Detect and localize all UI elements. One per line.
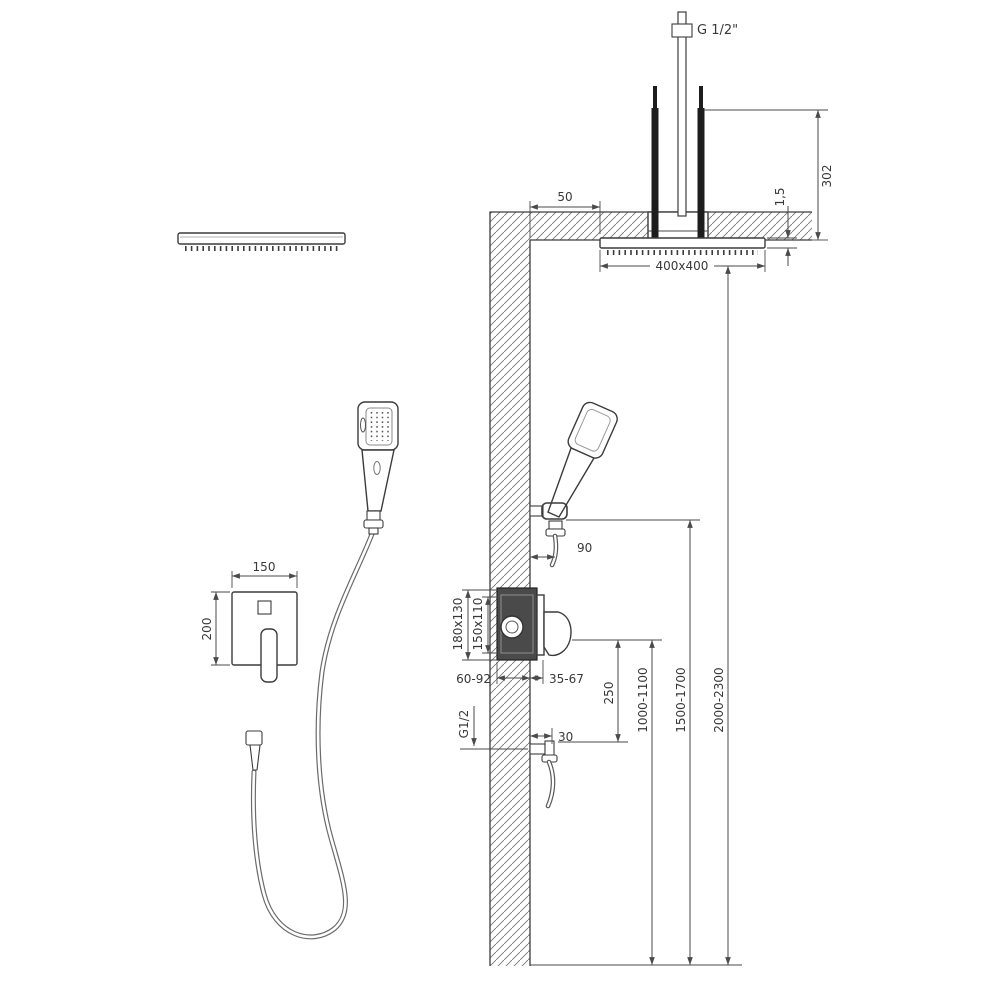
holder-wall-arm (529, 505, 544, 517)
supply-pipe (677, 11, 687, 217)
wall-outer-line (489, 211, 812, 966)
valve-cartridge-dial (500, 615, 524, 639)
mixer-lever-front (260, 628, 278, 683)
hand-shower-button (373, 461, 381, 475)
dim-inner-label: 150x110 (471, 598, 485, 651)
valve-cartridge-inner (505, 620, 519, 634)
dim-400-label: 400x400 (656, 259, 709, 273)
diverter-button (257, 600, 272, 615)
wall-holder-assembly (529, 401, 618, 568)
handle-connector (366, 510, 381, 521)
rain-head-panel (177, 232, 346, 245)
dim-200-label: 200 (200, 618, 214, 641)
hand-shower-assembly (245, 401, 399, 940)
dim-30-label: 30 (558, 730, 573, 744)
dim-head-h-label: 2000-2300 (712, 667, 726, 732)
left-arm-tip (653, 86, 657, 110)
holder-hose-inner (550, 534, 558, 567)
outlet-elbow (544, 740, 555, 757)
right-mount-arm (697, 108, 705, 240)
hand-shower-faceplate (365, 407, 393, 446)
outlet-wall-flange (529, 743, 546, 755)
dim-250-label: 250 (602, 682, 616, 705)
ceiling-shower-head (599, 11, 766, 255)
dim-302-label: 302 (820, 165, 834, 188)
dim-400-label-bg (650, 259, 714, 273)
mixer-trim-plate (231, 591, 298, 683)
handle-nut (363, 519, 384, 529)
dim-15-label: 1,5 (773, 187, 787, 206)
dim-outer-label: 180x130 (451, 598, 465, 651)
wall-and-ceiling-section (489, 211, 812, 966)
valve-front-plate (536, 594, 545, 656)
holder-clamp (541, 502, 568, 520)
dim-90-label: 90 (577, 541, 592, 555)
hose-end-nut (245, 730, 263, 746)
handle-hose-stub (368, 527, 379, 535)
hand-shower-in-holder (547, 401, 618, 518)
dim-valve-h-label: 1000-1100 (636, 667, 650, 732)
valve-lever-handle (543, 611, 572, 657)
holder-shower-face (574, 408, 611, 452)
dimensions: G 1/2" 302 1,5 50 400x400 90 150 (200, 23, 834, 966)
dim-50-label: 50 (557, 190, 572, 204)
hand-shower-handle (361, 449, 395, 512)
dim-depth-label: 60-92 (456, 672, 491, 686)
outlet-thread-label: G1/2 (457, 710, 471, 739)
rain-head-plate (599, 237, 766, 249)
left-mount-arm (651, 108, 659, 240)
water-outlet (529, 740, 558, 809)
outlet-pipe-inner (546, 760, 555, 808)
supply-pipe-nut (671, 23, 693, 38)
holder-connector (548, 520, 563, 530)
hand-shower-mode-slot (360, 417, 366, 433)
dim-150-label: 150 (253, 560, 276, 574)
right-arm-tip (699, 86, 703, 110)
supply-thread-label: G 1/2" (697, 23, 738, 38)
hose-end-cone (249, 744, 261, 771)
wall-inner-line (529, 239, 812, 966)
shower-hose-inner (252, 532, 374, 939)
dim-proj-label: 35-67 (549, 672, 584, 686)
holder-shower-handle (547, 447, 595, 518)
dim-holder-h-label: 1500-1700 (674, 667, 688, 732)
rain-head-side-view (177, 232, 346, 251)
concealed-valve (496, 587, 572, 661)
